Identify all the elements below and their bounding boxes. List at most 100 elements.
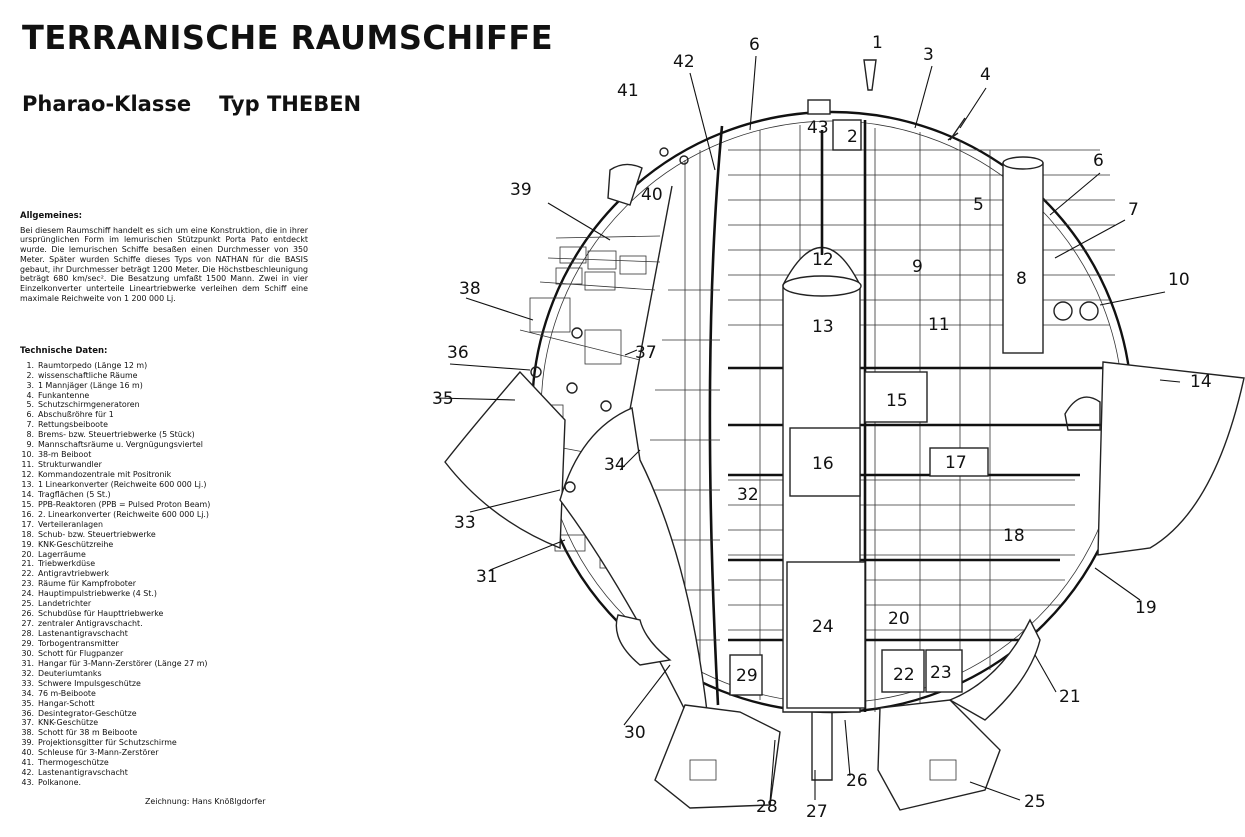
leader-line xyxy=(969,781,1021,801)
technical-item-label: Schub- bzw. Steuertriebwerke xyxy=(38,529,156,539)
callout-2: 2 xyxy=(847,127,858,147)
leader-line xyxy=(489,539,566,571)
technical-item-number: 9. xyxy=(26,440,34,450)
callout-9: 9 xyxy=(912,257,923,277)
technical-item: 43.Polkanone. xyxy=(20,778,308,788)
leader-line xyxy=(469,489,561,513)
technical-item: 41.Thermogeschütze xyxy=(20,758,308,768)
technical-item-label: Lagerräume xyxy=(38,549,86,559)
technical-item: 31.Hangar für 3-Mann-Zerstörer (Länge 27… xyxy=(20,659,308,669)
technical-item: 38.Schott für 38 m Beiboote xyxy=(20,728,308,738)
technical-item-number: 10. xyxy=(21,450,34,460)
technical-item: 25.Landetrichter xyxy=(20,599,308,609)
technical-item-label: Polkanone. xyxy=(38,778,81,788)
callout-42: 42 xyxy=(673,52,695,72)
technical-item: 12.Kommandozentrale mit Positronik xyxy=(20,470,308,480)
command-dome xyxy=(782,275,862,297)
technical-item-label: Schott für Flugpanzer xyxy=(38,648,124,658)
technical-item-number: 19. xyxy=(21,539,34,549)
room-24 xyxy=(786,561,866,709)
cutaway-wedge-edge xyxy=(708,125,724,706)
leader-line xyxy=(844,719,851,777)
technical-list: 1.Raumtorpedo (Länge 12 m)2.wissenschaft… xyxy=(20,361,308,788)
technical-item-number: 31. xyxy=(21,658,34,668)
technical-item: 39.Projektionsgitter für Schutzschirme xyxy=(20,738,308,748)
technical-item-number: 40. xyxy=(21,748,34,758)
technical-item: 35.Hangar-Schott xyxy=(20,699,308,709)
technical-item-label: Funkantenne xyxy=(38,390,90,400)
technical-item-number: 30. xyxy=(21,648,34,658)
callout-40: 40 xyxy=(641,185,663,205)
technical-item-label: KNK-Geschütze xyxy=(38,718,99,728)
technical-item-number: 33. xyxy=(21,678,34,688)
callout-16: 16 xyxy=(812,454,834,474)
landing-leg-left xyxy=(615,614,672,666)
leader-line xyxy=(619,449,641,471)
leader-line xyxy=(914,65,933,129)
callout-34: 34 xyxy=(604,455,626,475)
leader-line xyxy=(769,739,776,803)
general-section: Allgemeines: Bei diesem Raumschiff hande… xyxy=(20,211,308,303)
technical-item-number: 7. xyxy=(26,420,34,430)
technical-item-label: Schwere Impulsgeschütze xyxy=(38,678,141,688)
technical-item-label: zentraler Antigravschacht. xyxy=(38,619,143,629)
technical-item: 22.Antigravtriebwerk xyxy=(20,569,308,579)
leader-line xyxy=(435,397,516,401)
callout-19: 19 xyxy=(1135,598,1157,618)
technical-item: 21.Triebwerkdüse xyxy=(20,559,308,569)
technical-item-number: 41. xyxy=(21,758,34,768)
technical-item-number: 32. xyxy=(21,668,34,678)
callout-17: 17 xyxy=(945,453,967,473)
leader-line xyxy=(689,72,716,171)
technical-item-label: Räume für Kampfroboter xyxy=(38,579,136,589)
technical-item-label: Raumtorpedo (Länge 12 m) xyxy=(38,360,148,370)
left-guns xyxy=(530,147,689,493)
callout-6-second: 6 xyxy=(1093,151,1104,171)
technical-item-label: Schott für 38 m Beiboote xyxy=(38,728,138,738)
technical-item-label: Tragflächen (5 St.) xyxy=(38,489,111,499)
landing-leg-right xyxy=(948,618,1041,721)
technical-item-label: Lastenantigravschacht xyxy=(38,629,128,639)
technical-item-number: 35. xyxy=(21,698,34,708)
technical-item: 16.2. Linearkonverter (Reichweite 600 00… xyxy=(20,510,308,520)
technical-item-label: Mannschaftsräume u. Vergnügungsviertel xyxy=(38,440,203,450)
callout-7: 7 xyxy=(1128,200,1139,220)
technical-item-label: Abschußröhre für 1 xyxy=(38,410,114,420)
room-15 xyxy=(864,371,928,423)
technical-item: 7. Rettungsbeiboote xyxy=(20,420,308,430)
technical-item-number: 42. xyxy=(21,768,34,778)
leader-line xyxy=(1099,291,1166,306)
technical-item-label: Antigravtriebwerk xyxy=(38,569,109,579)
callout-23: 23 xyxy=(930,663,952,683)
leader-line xyxy=(1159,379,1181,383)
technical-item-number: 13. xyxy=(21,479,34,489)
callout-1: 1 xyxy=(872,33,883,53)
callout-11: 11 xyxy=(928,315,950,335)
technical-item-number: 28. xyxy=(21,629,34,639)
technical-item-label: Rettungsbeiboote xyxy=(38,420,108,430)
technical-item: 8.Brems- bzw. Steuertriebwerke (5 Stück) xyxy=(20,430,308,440)
technical-item-number: 27. xyxy=(21,619,34,629)
technical-item-label: Triebwerkdüse xyxy=(38,559,96,569)
technical-item: 27. zentraler Antigravschacht. xyxy=(20,619,308,629)
pod-hatch-left xyxy=(689,759,717,781)
room-2 xyxy=(832,119,862,151)
general-text: Bei diesem Raumschiff handelt es sich um… xyxy=(20,225,308,303)
torpedo-1 xyxy=(863,59,877,91)
technical-item: 17.Verteileranlagen xyxy=(20,520,308,530)
room-23 xyxy=(925,649,963,693)
room-29 xyxy=(729,654,763,696)
technical-item-number: 34. xyxy=(21,688,34,698)
technical-item: 3.1 Mannjäger (Länge 16 m) xyxy=(20,381,308,391)
technical-item-label: Schubdüse für Haupttriebwerke xyxy=(38,609,164,619)
technical-item-label: Torbogentransmitter xyxy=(38,638,119,648)
technical-item-number: 18. xyxy=(21,529,34,539)
technical-item-label: 1 Linearkonverter (Reichweite 600 000 Lj… xyxy=(38,479,207,489)
leader-line xyxy=(1034,654,1057,693)
callout-43: 43 xyxy=(807,118,829,138)
leader-line xyxy=(449,363,531,371)
technical-item: 18. Schub- bzw. Steuertriebwerke xyxy=(20,530,308,540)
callout-15: 15 xyxy=(886,391,908,411)
technical-item: 28. Lastenantigravschacht xyxy=(20,629,308,639)
